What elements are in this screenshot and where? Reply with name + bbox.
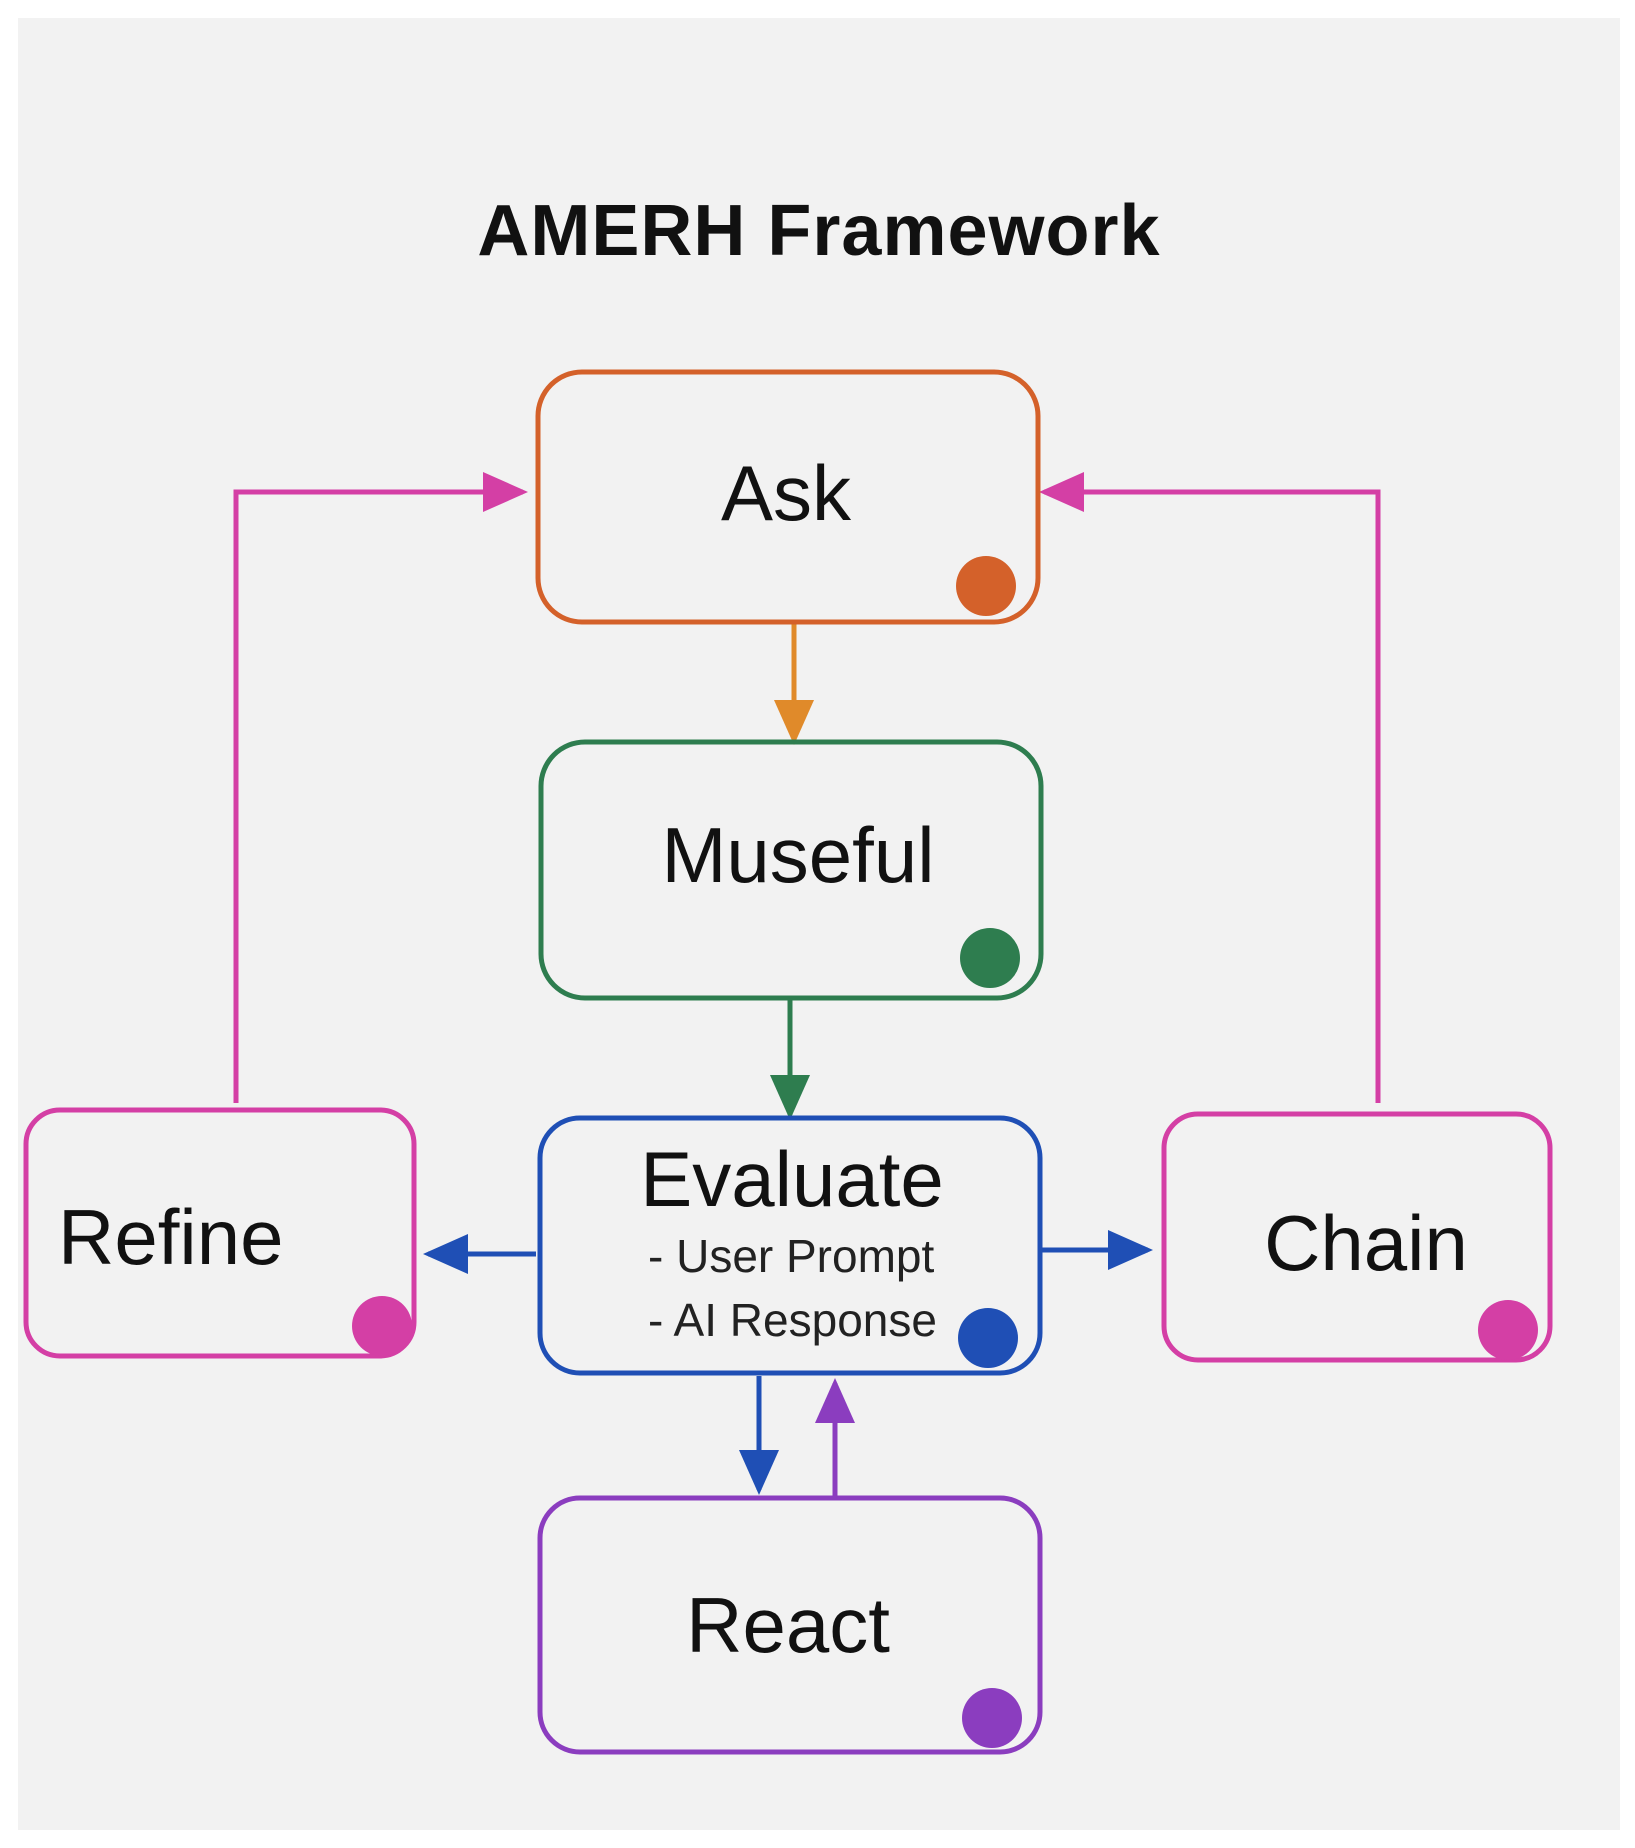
node-evaluate-dot <box>958 1308 1018 1368</box>
diagram-title: AMERH Framework <box>477 191 1161 271</box>
node-chain-label: Chain <box>1264 1199 1468 1287</box>
node-refine: Refine <box>23 1107 417 1359</box>
node-evaluate-label: Evaluate <box>640 1135 944 1223</box>
node-react-label: React <box>686 1581 890 1669</box>
node-ask-dot <box>956 556 1016 616</box>
node-ask: Ask <box>535 369 1041 625</box>
node-museful-label: Museful <box>661 811 934 899</box>
node-evaluate-item-user-prompt: - User Prompt <box>648 1230 934 1282</box>
node-chain: Chain <box>1161 1111 1553 1363</box>
node-ask-label: Ask <box>721 449 852 537</box>
edge-chain-to-ask <box>1039 472 1381 1103</box>
node-react-dot <box>962 1688 1022 1748</box>
node-refine-label: Refine <box>58 1193 283 1281</box>
node-museful-dot <box>960 928 1020 988</box>
node-evaluate-item-ai-response: - AI Response <box>648 1294 937 1346</box>
node-evaluate: Evaluate - User Prompt - AI Response <box>537 1115 1043 1376</box>
node-museful: Museful <box>538 739 1044 1001</box>
diagram-canvas: AMERH Framework <box>18 18 1620 1830</box>
node-chain-dot <box>1478 1300 1538 1360</box>
edge-refine-to-ask <box>233 472 528 1103</box>
flow-diagram: Ask Museful Evaluate - User Prompt - AI … <box>23 369 1553 1755</box>
node-refine-dot <box>352 1296 412 1356</box>
node-react: React <box>537 1495 1043 1755</box>
